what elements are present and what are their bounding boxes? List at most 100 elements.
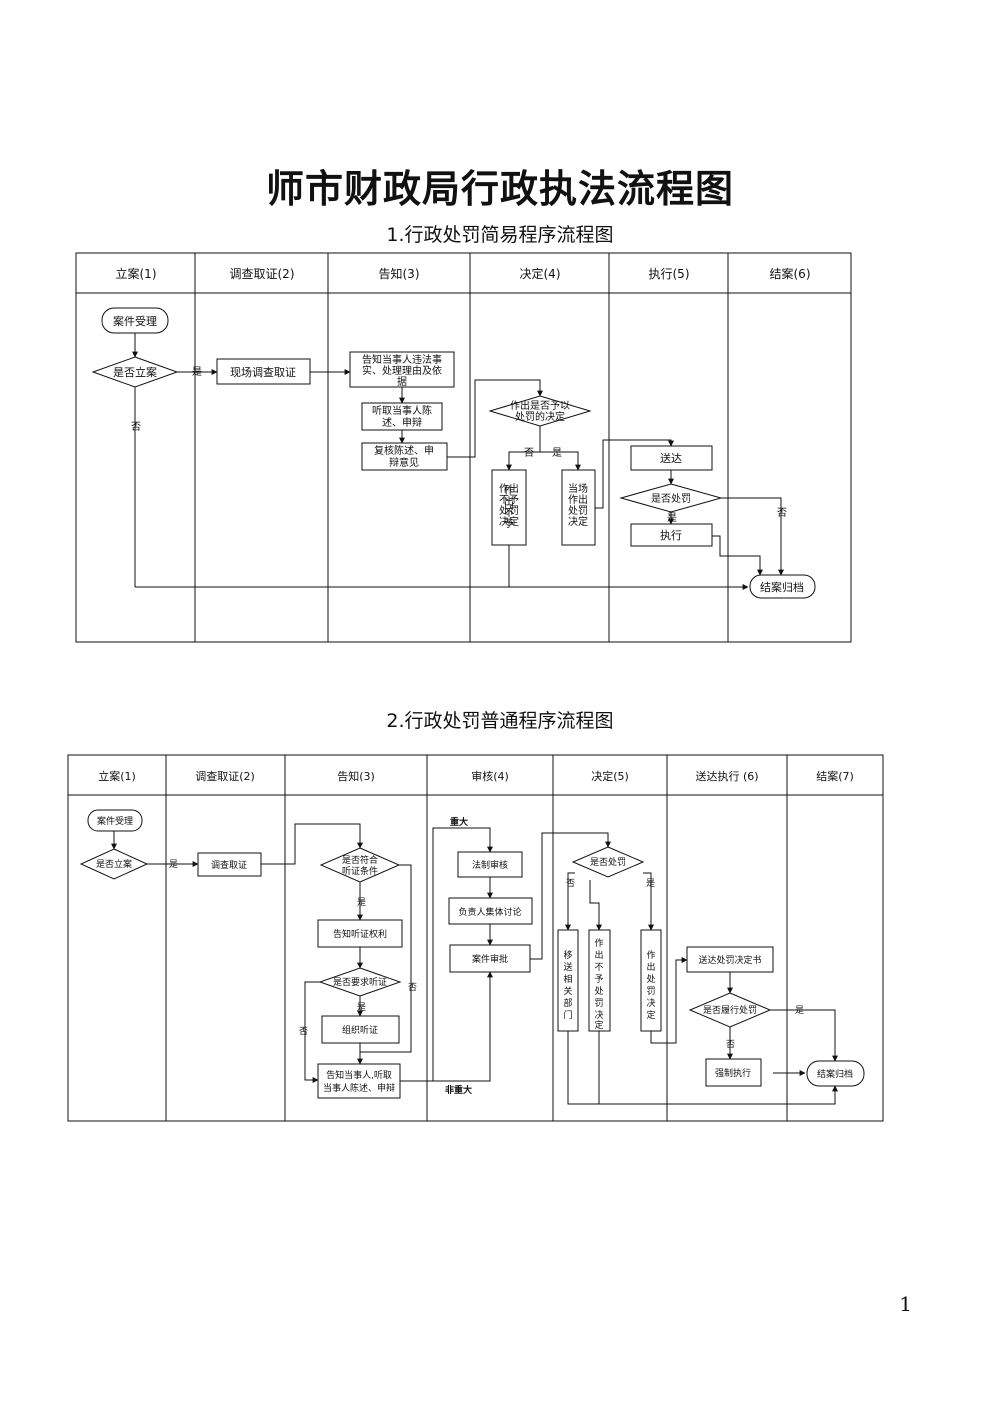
s1-no-penalty-c3: 不 [504,508,514,519]
s2-yes-hearing-cond: 是 [357,897,366,908]
s1-no-penalty-line1: 作出 [499,482,519,495]
s2-notify-right-label: 告知听证权利 [333,928,387,940]
s1-execute-label: 执行 [660,528,682,542]
s2-approve-box [449,944,531,973]
s2-col-investigate: 调查取证(2) [195,769,255,783]
s2-transfer-box [557,929,579,1032]
s1-no-penalty-line4: 决定 [499,515,519,528]
s1-col-execute: 执行(5) [649,267,690,281]
s1-no-penalty-c2: 出 [504,495,514,508]
s2-yes-penalize: 是 [646,878,655,889]
s2-transfer-c5: 部 [563,997,572,1009]
s2-penalty-c5: 决 [646,997,655,1009]
s2-investigate-box [197,852,262,877]
s2-col-close: 结案(7) [816,769,854,783]
s2-collective-box [448,897,533,925]
s2-penalty-box [640,929,662,1032]
s2-deliver-box [686,946,774,973]
s1-case-accept [101,307,169,334]
s2-no-penalty-c4: 予 [594,974,603,985]
s2-investigate-label: 调查取证 [211,859,247,871]
s2-case-accept [87,809,143,832]
s2-no-penalty-box [588,929,611,1032]
s2-enforce-box [705,1058,762,1087]
s2-penalty-c1: 作 [646,949,655,961]
s2-close-label: 结案归档 [817,1068,853,1080]
s1-decide-line2: 处罚的决定 [515,410,565,423]
s2-legal-review-box [457,851,523,878]
s2-organize-box [321,1015,400,1044]
s2-no-penalty-c7: 决 [594,1009,603,1021]
s2-notify-right-box [317,919,403,948]
s1-penalize-decision [619,483,723,513]
s2-organize-label: 组织听证 [342,1024,378,1036]
s1-close-label: 结案归档 [760,580,804,594]
s2-yes-file: 是 [169,859,178,870]
s2-transfer-c3: 相 [563,973,572,985]
s2-yes-request: 是 [357,1002,366,1013]
s1-no-file: 否 [131,421,141,433]
s2-hearing-cond-line2: 听证条件 [342,865,378,877]
s2-col-file: 立案(1) [98,769,136,783]
s2-inform-box [317,1063,401,1099]
document-title: 师市财政局行政执法流程图 [265,166,734,211]
s1-execute-box [630,523,713,547]
s1-penalize-label: 是否处罚 [651,493,691,505]
s1-yes-file: 是 [192,366,202,378]
s2-col-deliver-execute: 送达执行 (6) [695,769,758,783]
s2-no-fulfill: 否 [726,1039,735,1050]
s1-onsite-line2: 作出 [568,493,588,506]
s2-enforce-label: 强制执行 [715,1067,751,1079]
s2-close-box [806,1060,865,1087]
s2-col-review: 审核(4) [471,769,509,783]
s2-transfer-c2: 送 [563,961,572,973]
s1-col-file: 立案(1) [116,266,157,281]
s2-col-inform: 告知(3) [337,769,375,783]
s2-no-request: 否 [299,1026,308,1037]
s1-close-box [749,574,816,599]
s2-case-accept-label: 案件受理 [97,815,133,827]
s2-penalty-c2: 出 [646,961,655,973]
section1-title: 1.行政处罚简易程序流程图 [386,224,614,246]
s1-review-line2: 辩意见 [389,456,419,469]
flowchart-simple: 立案(1) 调查取证(2) 告知(3) 决定(4) 执行(5) 结案(6) 案件… [75,252,852,643]
s2-no-penalty-c8: 定 [594,1019,603,1031]
s2-request-hearing-label: 是否要求听证 [333,976,387,988]
s2-major-label: 重大 [450,816,468,828]
s1-hear-box [361,402,443,431]
s1-onsite-penalty-box [561,469,596,546]
s2-approve-label: 案件审批 [472,953,508,965]
s1-file-case-label: 是否立案 [113,365,157,379]
s1-no-penalize: 否 [777,507,787,519]
s1-yes-penalize: 是 [667,512,677,524]
s2-legal-review-label: 法制审核 [472,859,508,871]
s1-col-decide: 决定(4) [520,266,561,281]
s1-investigate-label: 现场调查取证 [230,365,296,379]
s2-penalty-c3: 处 [646,973,655,985]
s2-no-penalty-c2: 出 [594,949,603,961]
s2-no-hearing-cond: 否 [408,982,417,993]
s1-inform-line1: 告知当事人违法事 [362,353,442,366]
s2-fulfill-label: 是否履行处罚 [703,1004,757,1016]
s2-penalty-c4: 罚 [646,986,655,997]
s1-investigate-box [216,358,311,385]
s1-col-investigate: 调查取证(2) [230,267,295,281]
section2-title: 2.行政处罚普通程序流程图 [386,710,614,732]
s1-col-close: 结案(6) [770,266,811,281]
s2-penalty-c6: 定 [646,1009,655,1021]
s1-no-penalty-line2: 不予 [499,494,519,506]
s1-onsite-line1: 当场 [568,482,588,495]
s2-no-penalty-c1: 作 [594,937,603,949]
s2-inform-line1: 告知当事人,听取 [326,1069,392,1081]
s1-inform-box [349,351,455,388]
s1-col-inform: 告知(3) [379,267,420,281]
s2-no-penalize: 否 [566,878,575,889]
s2-deliver-label: 送达处罚决定书 [698,954,761,966]
s1-onsite-line4: 决定 [568,515,588,528]
flowchart-general: 立案(1) 调查取证(2) 告知(3) 审核(4) 决定(5) 送达执行 (6)… [67,754,884,1122]
s1-no-penalty-line3: 处罚 [499,505,519,517]
s2-penalize-label: 是否处罚 [590,856,626,868]
s1-deliver-box [630,445,713,471]
s2-hearing-cond-line1: 是否符合 [342,854,378,866]
s1-decide-line1: 作出是否予以 [510,399,570,412]
